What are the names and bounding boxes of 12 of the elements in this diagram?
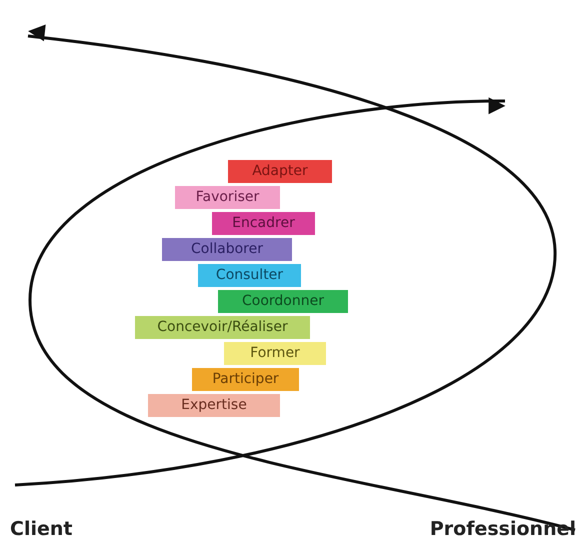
verb-label: Consulter: [198, 264, 301, 287]
verb-label: Adapter: [228, 160, 332, 183]
verb-label: Participer: [192, 368, 299, 391]
axis-end-label: Client: [10, 518, 72, 540]
axis-end-label: Professionnel: [430, 518, 576, 540]
verb-label: Encadrer: [212, 212, 315, 235]
verb-label: Concevoir/Réaliser: [135, 316, 310, 339]
verb-label: Collaborer: [162, 238, 292, 261]
verb-label: Former: [224, 342, 326, 365]
verb-label: Expertise: [148, 394, 280, 417]
verb-label: Coordonner: [218, 290, 348, 313]
verb-label: Favoriser: [175, 186, 280, 209]
